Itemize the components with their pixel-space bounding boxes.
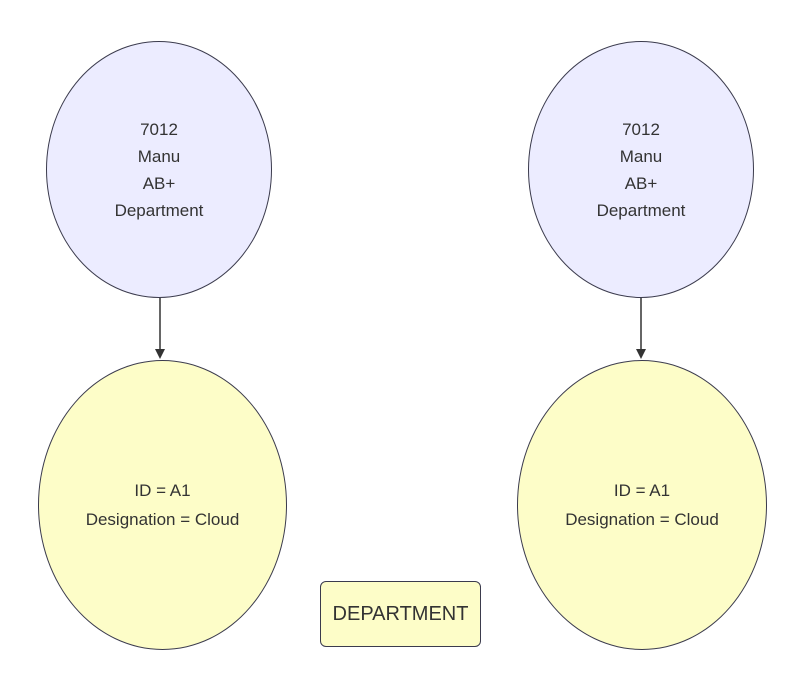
entity-node-right: 7012 Manu AB+ Department (528, 41, 754, 298)
entity-node-left: 7012 Manu AB+ Department (46, 41, 272, 298)
entity-node-right-label: 7012 Manu AB+ Department (596, 119, 686, 220)
attribute-node-left-label: ID = A1 Designation = Cloud (85, 481, 240, 529)
attribute-node-right: ID = A1 Designation = Cloud (517, 360, 767, 650)
entity-node-left-label: 7012 Manu AB+ Department (114, 119, 204, 220)
connector-arrow-right (636, 298, 646, 359)
attribute-node-left: ID = A1 Designation = Cloud (38, 360, 287, 650)
department-label: DEPARTMENT (332, 602, 469, 625)
connector-arrow-left (155, 298, 165, 359)
department-box: DEPARTMENT (320, 581, 481, 647)
attribute-node-right-label: ID = A1 Designation = Cloud (565, 481, 719, 529)
